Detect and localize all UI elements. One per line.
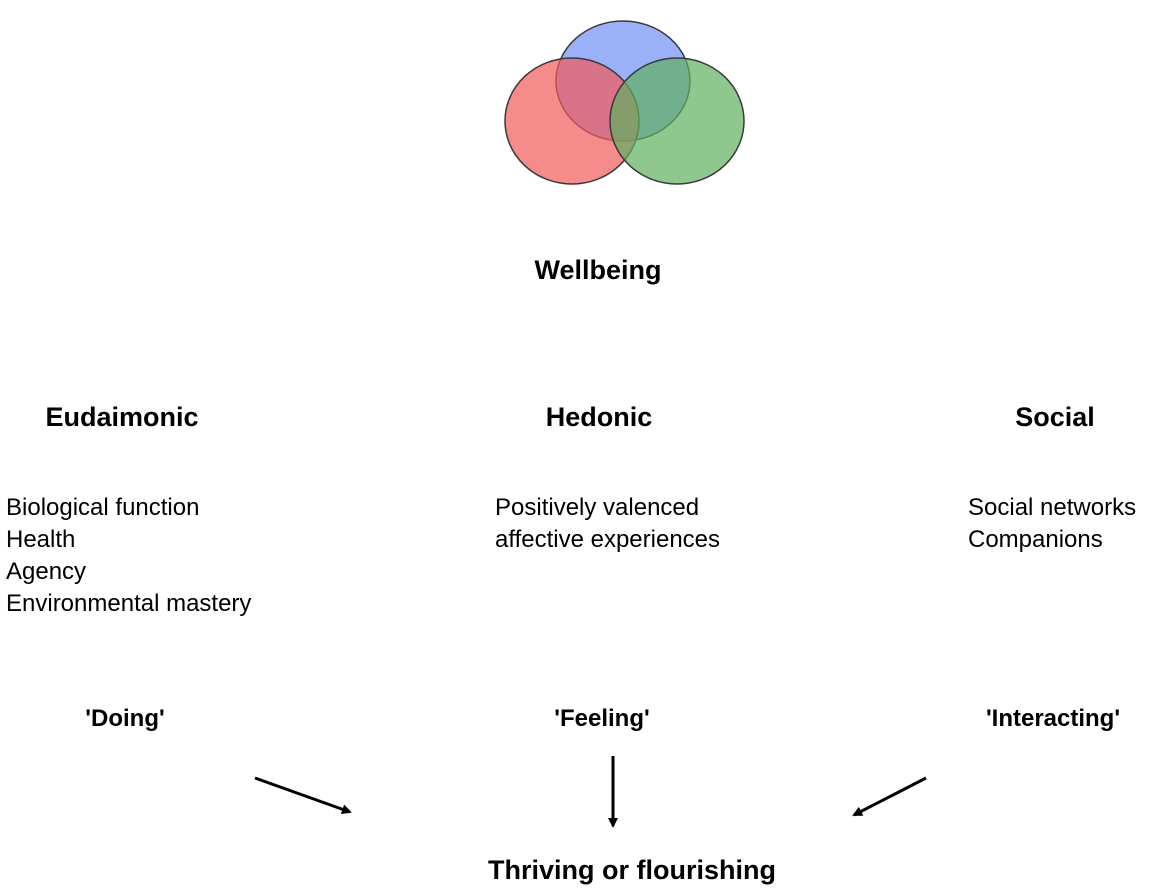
heading-eudaimonic: Eudaimonic (45, 402, 199, 432)
diagram-title: Wellbeing (534, 255, 662, 285)
tagline-interacting: 'Interacting' (985, 705, 1121, 732)
list-item: Positively valenced (495, 494, 700, 521)
hedonic-items: Positively valenced affective experience… (495, 492, 720, 556)
arrow-right (852, 776, 927, 817)
list-item: Companions (968, 526, 1103, 553)
list-item: affective experiences (495, 526, 721, 553)
list-item: Biological function (6, 494, 200, 521)
list-item: Social networks (968, 494, 1137, 521)
eudaimonic-items: Biological function Health Agency Enviro… (6, 492, 251, 620)
list-item: Environmental mastery (6, 590, 252, 617)
heading-hedonic: Hedonic (545, 402, 653, 432)
outcome-label: Thriving or flourishing (488, 855, 776, 885)
heading-social: Social (1015, 402, 1095, 432)
venn-circles (504, 20, 745, 185)
venn-diagram (504, 20, 745, 185)
venn-circle-right (609, 57, 745, 185)
arrow-left (254, 776, 352, 815)
social-items: Social networks Companions (968, 492, 1136, 556)
list-item: Health (6, 526, 76, 553)
tagline-doing: 'Doing' (85, 705, 165, 732)
list-item: Agency (6, 558, 87, 585)
tagline-feeling: 'Feeling' (554, 705, 650, 732)
